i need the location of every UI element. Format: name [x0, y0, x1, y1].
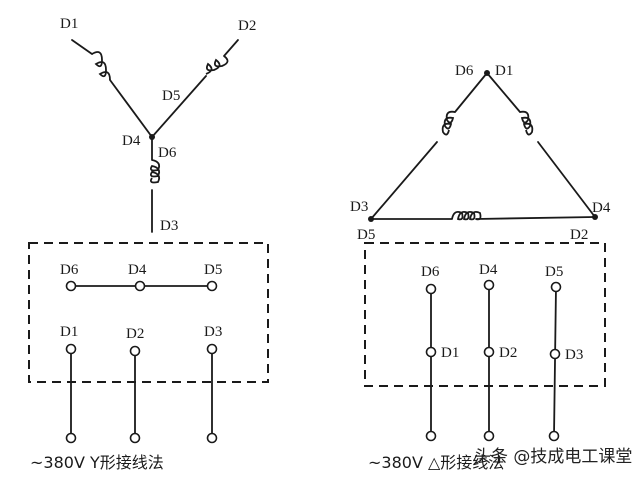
delta-node-left [368, 216, 374, 222]
star-terminal-d4 [134, 280, 146, 292]
delta-wire-bottom-left [370, 141, 438, 220]
delta-terminal-d6 [425, 283, 437, 295]
star-terminal-box [28, 242, 269, 383]
star-box-label-d1: D1 [60, 324, 78, 340]
star-lead-d1 [71, 39, 93, 55]
delta-wire-bottom-b [475, 216, 596, 220]
delta-label-d2: D2 [570, 227, 588, 243]
star-label-d2: D2 [238, 18, 256, 34]
delta-box-label-d3: D3 [565, 347, 583, 363]
star-supply-terminal-3 [206, 432, 218, 444]
delta-label-d3: D3 [350, 199, 368, 215]
star-caption: ~380V Y形接线法 [30, 453, 164, 472]
delta-caption: ~380V △形接线法 [368, 453, 504, 472]
star-box-label-d6: D6 [60, 262, 79, 278]
star-terminal-d6 [65, 280, 77, 292]
delta-label-d1: D1 [495, 63, 513, 79]
delta-supply-terminal-2 [483, 430, 495, 442]
star-box-label-d3: D3 [204, 324, 222, 340]
delta-wire-bottom-right [537, 141, 596, 218]
star-connection: D1 D2 D5 D4 D6 D3 D6 D4 D5 D1 D2 D3 ~380… [28, 16, 269, 472]
star-wire-coil1-center [109, 79, 153, 138]
delta-box-label-d4: D4 [479, 262, 498, 278]
star-coil-d6-d3 [149, 159, 161, 184]
delta-terminal-d5 [550, 281, 562, 293]
star-terminal-d2 [129, 345, 141, 357]
delta-coil-bottom [451, 210, 482, 221]
delta-wire-top-left [454, 72, 488, 113]
watermark-text: 头条 @技成电工课堂 [474, 447, 632, 467]
delta-terminal-d1 [425, 346, 437, 358]
delta-label-d5: D5 [357, 227, 375, 243]
delta-node-top [484, 70, 490, 76]
star-lead-d2 [223, 39, 239, 57]
delta-box-label-d2: D2 [499, 345, 517, 361]
delta-supply-terminal-3 [548, 430, 560, 442]
delta-supply-terminal-1 [425, 430, 437, 442]
star-box-label-d2: D2 [126, 326, 144, 342]
delta-box-label-d1: D1 [441, 345, 459, 361]
star-box-label-d4: D4 [128, 262, 147, 278]
star-label-d5: D5 [162, 88, 180, 104]
delta-lead-d5-d3 [553, 286, 557, 437]
star-supply-terminal-1 [65, 432, 77, 444]
star-label-d4: D4 [122, 133, 141, 149]
delta-label-d4: D4 [592, 200, 611, 216]
delta-label-d6: D6 [455, 63, 474, 79]
delta-connection: D6 D1 D3 D4 D5 D2 D6 D4 D5 D1 D2 D3 ~380… [350, 63, 611, 472]
delta-box-label-d6: D6 [421, 264, 440, 280]
delta-terminal-box [364, 242, 606, 387]
delta-terminal-d3 [549, 348, 561, 360]
delta-terminal-d2 [483, 346, 495, 358]
star-label-d3: D3 [160, 218, 178, 234]
delta-coil-right [519, 110, 534, 136]
delta-coil-left [441, 110, 456, 136]
star-box-label-d5: D5 [204, 262, 222, 278]
star-coil-d1-d4 [91, 51, 111, 81]
star-terminal-d1 [65, 343, 77, 355]
star-coil-d2-d5 [205, 55, 229, 75]
star-terminal-d5 [206, 280, 218, 292]
delta-box-label-d5: D5 [545, 264, 563, 280]
delta-wire-top-right [486, 72, 521, 113]
star-wire-coil2-center [151, 75, 207, 138]
star-label-d1: D1 [60, 16, 78, 32]
delta-terminal-d4 [483, 279, 495, 291]
delta-node-right [592, 214, 598, 220]
star-supply-terminal-2 [129, 432, 141, 444]
star-label-d6: D6 [158, 145, 177, 161]
star-terminal-d3 [206, 343, 218, 355]
